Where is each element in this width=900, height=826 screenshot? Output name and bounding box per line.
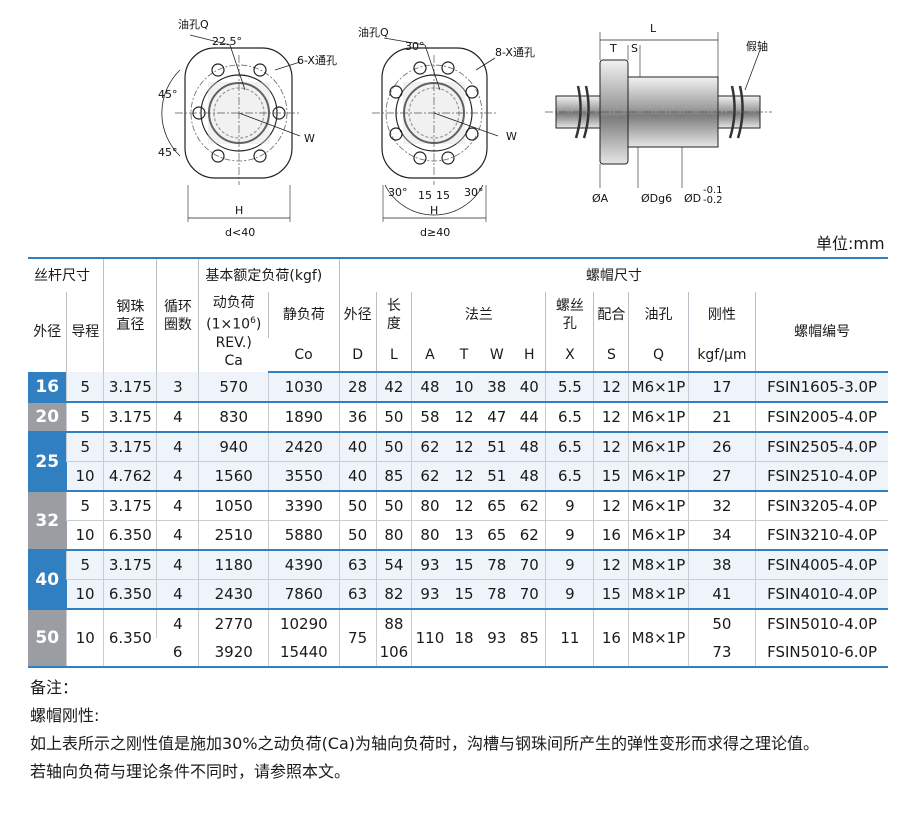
- t-header: T: [447, 338, 481, 373]
- rigidity-header: 刚性: [687, 292, 756, 338]
- notes-paragraph-1: 如上表所示之刚性值是施加30%之动负荷(Ca)为轴向负荷时，沟槽与钢珠间所产生的…: [30, 734, 820, 753]
- w-label-2: W: [506, 130, 517, 143]
- notes-section: 备注： 螺帽刚性: 如上表所示之刚性值是施加30%之动负荷(Ca)为轴向负荷时，…: [30, 676, 890, 788]
- nut-side-view: [545, 32, 772, 188]
- x-header: X: [545, 338, 594, 373]
- group-50: 50 10 6.350 4 2770 10290 75 88 110 18 93…: [28, 609, 888, 668]
- angle-15-left: 15: [418, 189, 432, 202]
- dummy-shaft-label: 假轴: [746, 39, 768, 53]
- w-label-1: W: [304, 132, 315, 145]
- od-cell: 32: [28, 491, 67, 551]
- circuit-header: 循环圈数: [156, 257, 199, 372]
- h-label-1: H: [235, 204, 243, 217]
- screw-size-header: 丝杆尺寸: [28, 257, 104, 292]
- angle-30-left: 30°: [388, 186, 408, 199]
- angle-label-1: 22.5°: [212, 35, 242, 48]
- angle-30-right: 30°: [464, 186, 484, 199]
- table-row: 50 10 6.350 4 2770 10290 75 88 110 18 93…: [28, 609, 888, 668]
- od-cell: 50: [28, 609, 67, 668]
- od-header: 外径: [33, 324, 62, 340]
- unit-label: 单位:mm: [816, 234, 885, 253]
- fit-header: 配合: [593, 292, 629, 338]
- t-label: T: [609, 42, 617, 55]
- notes-subtitle: 螺帽刚性:: [30, 706, 100, 725]
- od-cell: 16: [28, 372, 67, 403]
- od-cell: 25: [28, 432, 67, 492]
- od-cell: 40: [28, 550, 67, 610]
- angle-label-2: 30°: [405, 40, 425, 53]
- dyn-load-header: 动负荷(1×106)REV.)Ca: [198, 292, 269, 372]
- technical-drawings: 油孔Q 22.5° 6-X通孔 45° 45° W H d<40 油孔Q 30°…: [158, 17, 772, 239]
- length-header: 长度: [375, 292, 412, 338]
- load-header: 基本额定负荷(kgf): [198, 257, 340, 292]
- outer-header: 外径: [338, 292, 376, 338]
- ball-dia-header: 钢珠直径: [103, 257, 157, 372]
- flange-drawing-8-hole: [372, 37, 499, 222]
- q-header: Q: [628, 338, 689, 373]
- ball-nut-spec-table: 丝杆尺寸 钢珠直径 循环圈数 基本额定负荷(kgf) 螺帽尺寸 外径 导程 动负…: [28, 257, 888, 668]
- phi-a-label: ØA: [592, 192, 609, 205]
- oil-hole-label-2: 油孔Q: [358, 25, 389, 39]
- s-header: S: [593, 338, 629, 373]
- cond-label-1: d<40: [225, 226, 255, 239]
- flange-drawing-6-hole: [161, 34, 301, 222]
- l-label: L: [650, 22, 657, 35]
- od-cell: 20: [28, 402, 67, 433]
- oil-hole-label-1: 油孔Q: [178, 17, 209, 31]
- thread-hole-header: 螺丝孔: [545, 292, 594, 338]
- angle-15-right: 15: [436, 189, 450, 202]
- co-header: Co: [268, 338, 340, 373]
- h-header: H: [513, 338, 546, 373]
- notes-title: 备注：: [30, 678, 79, 697]
- nut-size-header: 螺帽尺寸: [338, 257, 888, 292]
- d-header: D: [338, 338, 376, 373]
- holes-label-1: 6-X通孔: [297, 54, 337, 67]
- lead-header: 导程: [66, 292, 104, 372]
- angle-45-top: 45°: [158, 88, 178, 101]
- h-label-2: H: [430, 204, 438, 217]
- holes-label-2: 8-X通孔: [495, 46, 535, 59]
- oil-hole-header: 油孔: [628, 292, 689, 338]
- flange-header: 法兰: [411, 292, 546, 338]
- s-label: S: [631, 42, 638, 55]
- a-header: A: [411, 338, 448, 373]
- cond-label-2: d≥40: [420, 226, 450, 239]
- notes-paragraph-2: 若轴向负荷与理论条件不同时，请参照本文。: [30, 762, 351, 781]
- l-header: L: [375, 338, 412, 373]
- w-header: W: [480, 338, 514, 373]
- nut-code-header: 螺帽编号: [755, 292, 888, 373]
- phi-dg6-label: ØDg6: [641, 192, 672, 205]
- phi-d-label: ØD: [684, 192, 701, 205]
- k-header: kgf/μm: [687, 338, 756, 373]
- angle-45-bottom: 45°: [158, 146, 178, 159]
- tolerance-top: -0.1: [703, 185, 723, 196]
- table-row: 6 3920 15440 106 73 FSIN5010-6.0P: [28, 638, 888, 668]
- tolerance-bottom: -0.2: [703, 195, 723, 206]
- static-load-header: 静负荷: [268, 292, 340, 338]
